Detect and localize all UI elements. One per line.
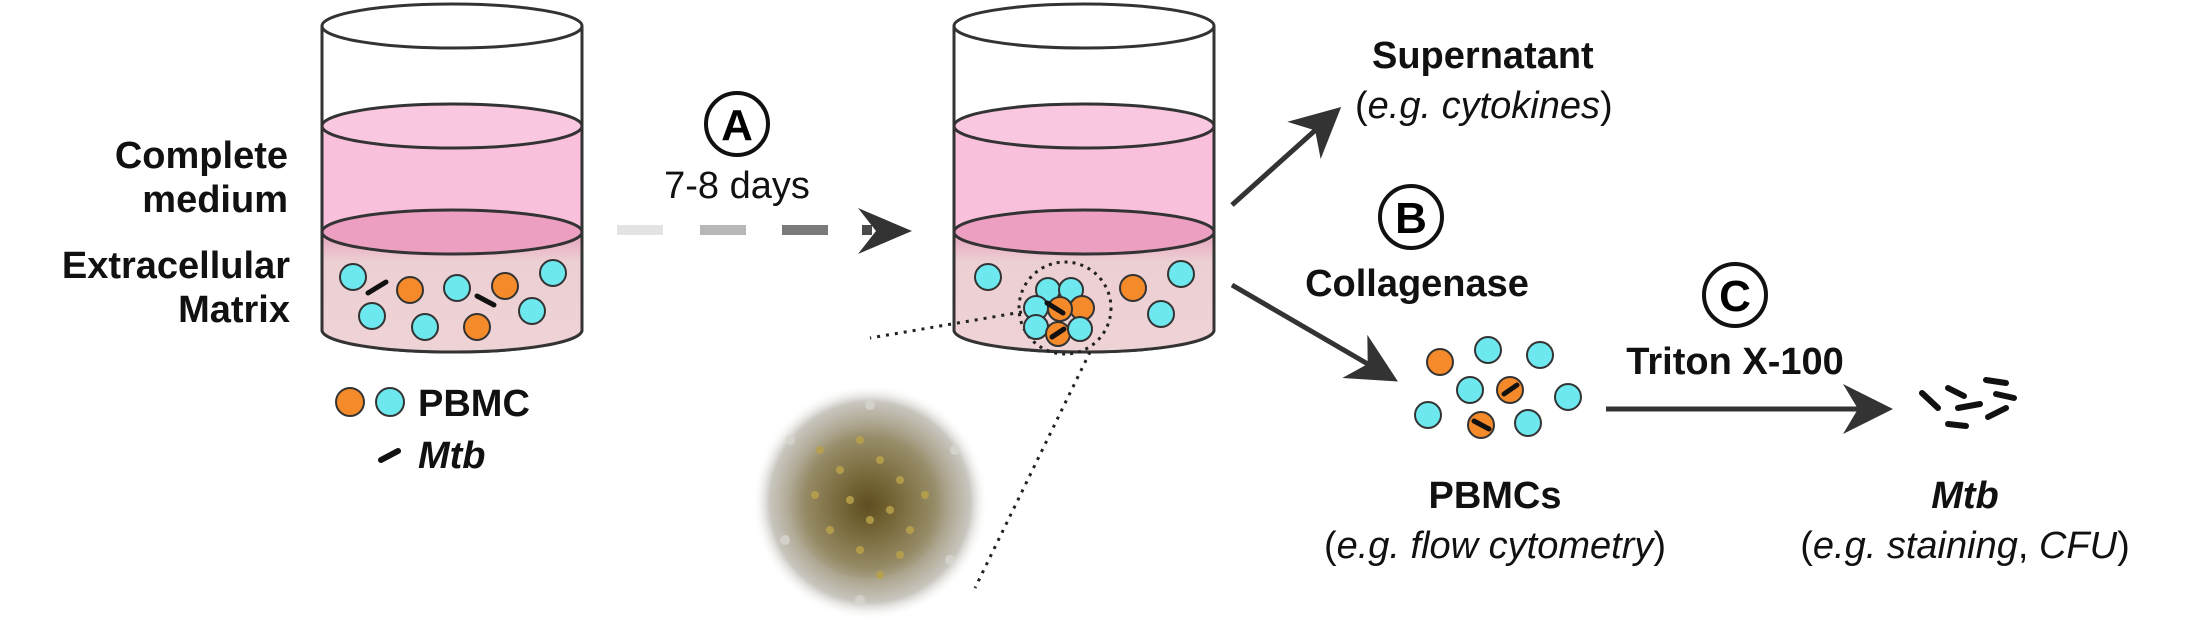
step-c: C Triton X-100 <box>1626 262 1844 383</box>
ecm-label: Extracellular <box>62 245 290 287</box>
step-c-letter: C <box>1719 272 1751 321</box>
zoom-line-right <box>973 351 1092 589</box>
freed-mtb-bacteria <box>1919 377 2017 429</box>
step-a-letter: A <box>721 101 753 150</box>
pbmcs-example: (e.g. flow cytometry) <box>1324 525 1666 567</box>
legend-cyan-cell-icon <box>375 387 405 417</box>
complete-medium-label-line2: medium <box>142 179 288 221</box>
step-b: B Collagenase <box>1305 184 1529 305</box>
legend-pbmc-label: PBMC <box>418 383 530 425</box>
freed-pbmc-cluster <box>1414 336 1582 439</box>
supernatant-example: (e.g. cytokines) <box>1355 85 1613 127</box>
step-c-reagent: Triton X-100 <box>1626 341 1844 383</box>
arrow-head-a <box>858 208 912 254</box>
supernatant-title: Supernatant <box>1372 35 1594 77</box>
arrow-to-supernatant <box>1230 106 1342 207</box>
mtb-example: (e.g. staining, CFU) <box>1800 525 2129 567</box>
pbmc-cell-cluster <box>339 259 567 341</box>
ecm-label-line2: Matrix <box>178 289 290 331</box>
step-b-reagent: Collagenase <box>1305 263 1529 305</box>
pbmcs-title: PBMCs <box>1428 475 1561 517</box>
step-a-duration: 7-8 days <box>664 165 810 207</box>
mtb-title: Mtb <box>1931 475 1999 517</box>
legend-mtb-icon <box>378 448 401 463</box>
step-a: A 7-8 days <box>617 91 912 254</box>
dashed-arrow-a <box>617 208 912 254</box>
initial-culture-well <box>320 2 584 354</box>
complete-medium-label: Complete <box>115 135 288 177</box>
legend: PBMC Mtb <box>335 383 530 477</box>
zoom-line-left <box>869 310 1023 340</box>
legend-mtb-label: Mtb <box>418 435 486 477</box>
granuloma-micrograph <box>752 384 988 620</box>
granuloma-culture-well <box>952 2 1216 356</box>
arrow-to-pbmcs <box>1230 282 1398 382</box>
pbmc-cell-cluster <box>974 260 1195 328</box>
granuloma-aggregate <box>1017 260 1113 356</box>
legend-orange-cell-icon <box>335 387 365 417</box>
step-b-letter: B <box>1395 194 1427 243</box>
mtb-bacteria <box>365 279 497 308</box>
